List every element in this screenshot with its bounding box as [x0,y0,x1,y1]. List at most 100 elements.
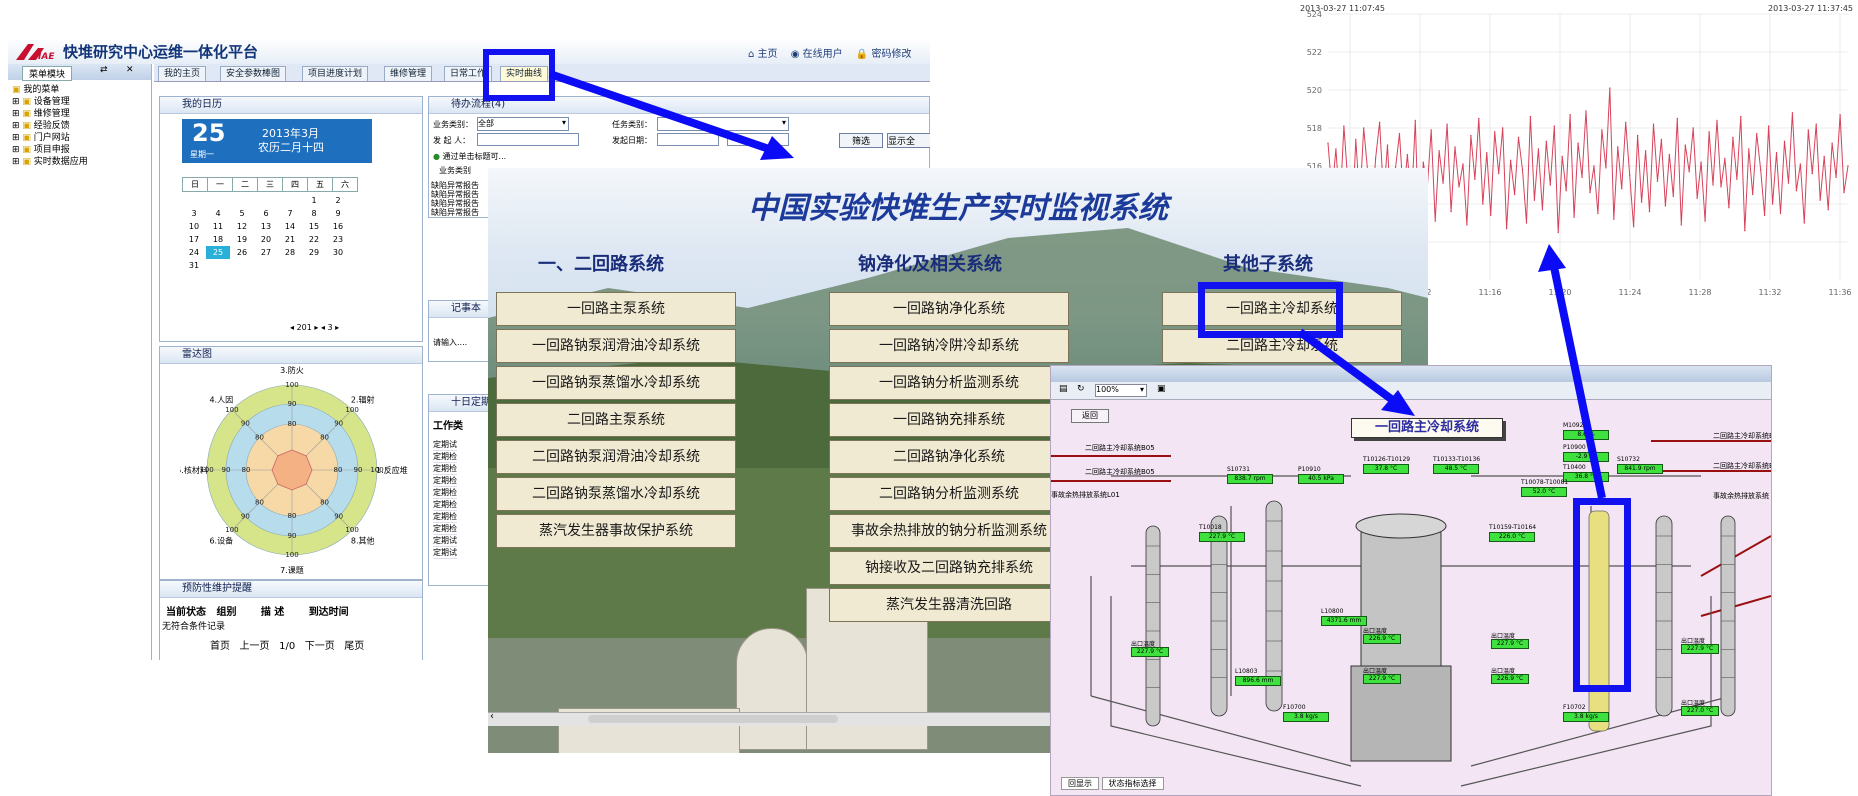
day-cell[interactable]: 29 [308,248,320,257]
tag-value[interactable]: 841.9 rpm [1617,464,1663,474]
system-button[interactable]: 二回路钠净化系统 [829,440,1069,474]
tab-daily-work[interactable]: 日常工作 [444,66,493,81]
todo-row[interactable]: 缺陷异常报告 [431,199,479,208]
scrollbar-thumb[interactable] [588,715,838,723]
day-cell[interactable]: 9 [335,209,341,218]
system-button[interactable]: 二回路主泵系统 [496,403,736,437]
day-cell[interactable]: 26 [236,248,248,257]
back-button[interactable]: 返回 [1071,409,1109,423]
online-users-link[interactable]: ◉ 在线用户 [790,49,843,60]
outlet-value[interactable]: 227.9 °C [1131,647,1169,657]
print-icon[interactable]: ▤ [1059,384,1068,394]
day-cell[interactable]: 4 [215,209,221,218]
tag-value[interactable]: -2.9 Pa [1563,452,1609,462]
day-cell[interactable]: 2 [335,196,341,205]
outlet-value[interactable]: 227.9 °C [1681,644,1719,654]
day-cell[interactable]: 23 [332,235,344,244]
home-link[interactable]: ⌂ 主页 [748,49,778,60]
system-button[interactable]: 蒸汽发生器清洗回路 [829,588,1069,622]
todo-row[interactable]: 缺陷异常报告 [431,181,479,190]
day-cell[interactable]: 3 [191,209,197,218]
prev-month-button[interactable]: ◂ [320,323,325,332]
tag-value[interactable]: 226.0 °C [1489,532,1535,542]
tag-value[interactable]: 52.0 °C [1521,487,1567,497]
notes-input[interactable]: 请输入.... [433,338,468,347]
system-button[interactable]: 二回路钠泵润滑油冷却系统 [496,440,736,474]
tree-item[interactable]: ⊞ ▣ 维修管理 [12,109,70,119]
day-cell[interactable]: 14 [284,222,296,231]
task-type-select[interactable]: ▾ [657,117,789,131]
tab-display[interactable]: 回显示 [1061,777,1099,790]
day-cell[interactable]: 20 [260,235,272,244]
save-icon[interactable]: ▣ [1157,384,1166,394]
system-button[interactable]: 一回路钠分析监测系统 [829,366,1069,400]
scroll-left-icon[interactable]: ‹ [490,711,494,722]
system-button[interactable]: 一回路主泵系统 [496,292,736,326]
day-cell[interactable]: 10 [188,222,200,231]
tenday-row[interactable]: 定期检 [433,464,457,475]
outlet-value[interactable]: 227.9 °C [1363,674,1401,684]
biz-type-select[interactable]: 全部▾ [477,117,569,131]
todo-row[interactable]: 缺陷异常报告 [431,208,479,217]
primary-pump[interactable] [1588,510,1610,732]
swap-icon[interactable]: ⇄ [100,65,108,75]
day-cell[interactable]: 1 [311,196,317,205]
day-cell[interactable]: 5 [239,209,245,218]
tab-realtime-curve[interactable]: 实时曲线 [500,66,549,81]
day-cell[interactable]: 24 [188,248,200,257]
system-button[interactable]: 钠接收及二回路钠充排系统 [829,551,1069,585]
tag-value[interactable]: 227.9 °C [1199,532,1245,542]
sender-input[interactable] [477,133,579,146]
tenday-row[interactable]: 定期检 [433,500,457,511]
tag-value[interactable]: 3.8 kg/s [1563,712,1609,722]
tab-maintenance[interactable]: 维修管理 [384,66,433,81]
day-cell[interactable]: 12 [236,222,248,231]
system-button[interactable]: 一回路钠泵蒸馏水冷却系统 [496,366,736,400]
tree-item[interactable]: ⊞ ▣ 门户网站 [12,133,70,143]
system-button[interactable]: 一回路钠冷阱冷却系统 [829,329,1069,363]
system-button[interactable]: 二回路钠泵蒸馏水冷却系统 [496,477,736,511]
horizontal-scrollbar[interactable]: ‹ [488,711,1068,726]
filter-button[interactable]: 筛选 [839,133,883,148]
month-field[interactable]: 3 [327,323,333,332]
pager-first[interactable]: 首页 [210,641,230,652]
day-cell[interactable]: 28 [284,248,296,257]
outlet-value[interactable]: 227.9 °C [1491,639,1529,649]
tree-item[interactable]: ⊞ ▣ 经验反馈 [12,121,70,131]
next-month-button[interactable]: ▸ [335,323,340,332]
zoom-select[interactable]: 100%▾ [1095,384,1147,397]
todo-row[interactable]: 缺陷异常报告 [431,190,479,199]
pager-prev[interactable]: 上一页 [239,641,270,652]
day-cell[interactable]: 16 [332,222,344,231]
tenday-row[interactable]: 定期试 [433,548,457,559]
show-all-button[interactable]: 显示全 [887,133,930,148]
day-cell[interactable]: 17 [188,235,200,244]
outlet-value[interactable]: 226.9 °C [1363,634,1401,644]
day-cell[interactable]: 6 [263,209,269,218]
day-cell[interactable]: 27 [260,248,272,257]
next-year-button[interactable]: ▸ [314,323,319,332]
system-button[interactable]: 事故余热排放的钠分析监测系统 [829,514,1069,548]
tag-value[interactable]: 4371.6 mm [1321,616,1367,626]
day-cell[interactable]: 18 [212,235,224,244]
day-cell[interactable]: 8 [311,209,317,218]
tenday-row[interactable]: 定期检 [433,452,457,463]
tab-status-select[interactable]: 状态指标选择 [1101,777,1164,790]
day-cell[interactable]: 22 [308,235,320,244]
tree-item[interactable]: ⊞ ▣ 设备管理 [12,97,70,107]
tag-value[interactable]: 36.8 °C [1563,472,1609,482]
tag-value[interactable]: 838.7 rpm [1227,474,1273,484]
tag-value[interactable]: 40.5 kPa [1298,474,1344,484]
day-cell[interactable]: 30 [332,248,344,257]
tag-value[interactable]: 37.8 °C [1363,464,1409,474]
day-cell[interactable]: 21 [284,235,296,244]
system-button[interactable]: 蒸汽发生器事故保护系统 [496,514,736,548]
menu-module-tab[interactable]: 菜单模块 [22,66,73,81]
year-field[interactable]: 201 [296,323,312,332]
tag-value[interactable]: 48.5 °C [1433,464,1479,474]
prev-year-button[interactable]: ◂ [290,323,295,332]
tab-home[interactable]: 我的主页 [158,66,207,81]
tenday-row[interactable]: 定期试 [433,536,457,547]
tag-value[interactable]: 896.6 mm [1235,676,1281,686]
date-to-input[interactable] [727,133,789,146]
